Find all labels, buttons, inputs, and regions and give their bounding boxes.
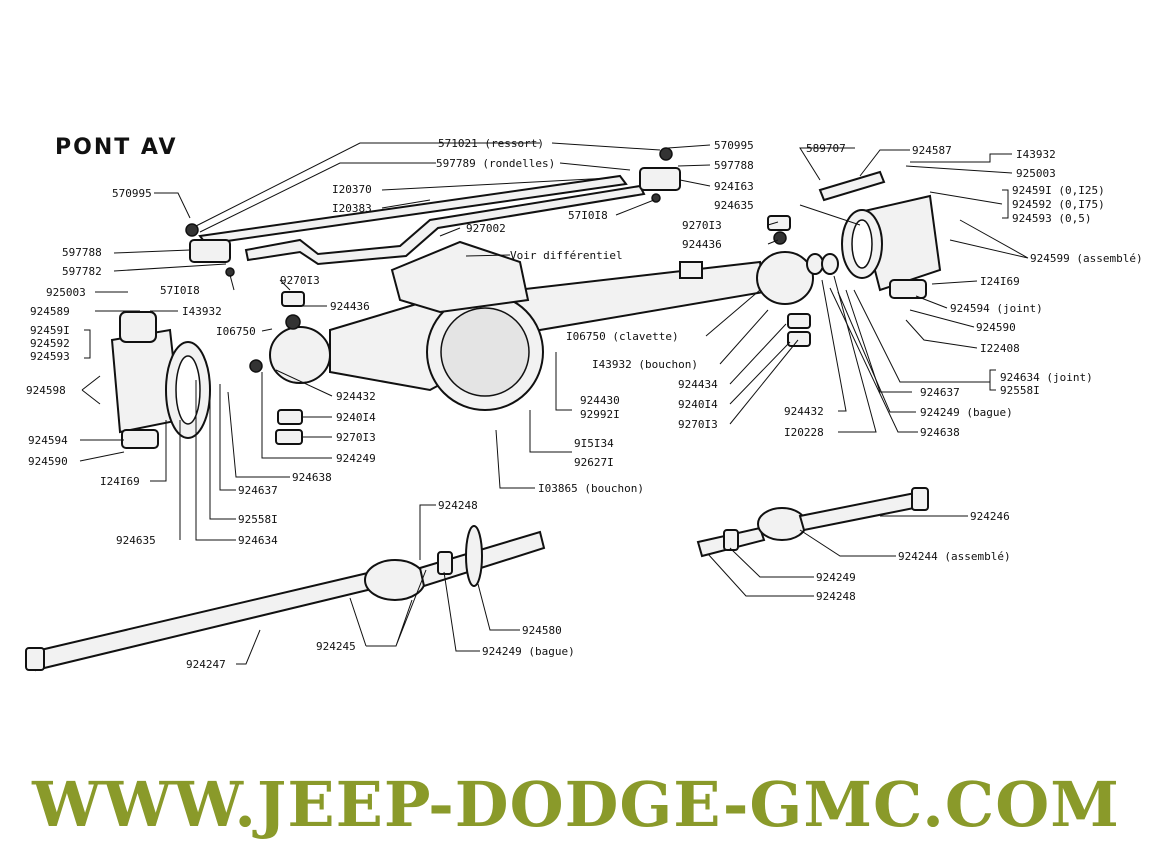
label: 924249 (bague) [482, 645, 575, 658]
label: I20383 [332, 202, 372, 215]
label: I24I69 [100, 475, 140, 488]
label: 597788 [714, 159, 754, 172]
label: 924598 [26, 384, 66, 397]
label: 924434 [678, 378, 718, 391]
label: 924432 [336, 390, 376, 403]
label: 924638 [920, 426, 960, 439]
label: 597782 [62, 265, 102, 278]
label: I43932 [182, 305, 222, 318]
label: 92558I [1000, 384, 1040, 397]
label: I06750 (clavette) [566, 330, 679, 343]
label: 924638 [292, 471, 332, 484]
label: 924432 [784, 405, 824, 418]
diagram-title: PONT AV [55, 135, 177, 160]
label: 9240I4 [678, 398, 718, 411]
label: I22408 [980, 342, 1020, 355]
label: I24I69 [980, 275, 1020, 288]
leader-lines [79, 142, 1029, 665]
label: 570995 [714, 139, 754, 152]
label: 924430 [580, 394, 620, 407]
label: 924248 [438, 499, 478, 512]
label: 924599 (assemblé) [1030, 252, 1143, 265]
label: 92558I [238, 513, 278, 526]
label: 924635 [116, 534, 156, 547]
label: 924590 [28, 455, 68, 468]
label: 924637 [238, 484, 278, 497]
label: 9270I3 [678, 418, 718, 431]
king-pin-parts-left [249, 291, 305, 445]
label: 924249 [336, 452, 376, 465]
label: 924589 [30, 305, 70, 318]
label: 597788 [62, 246, 102, 259]
label: 92627I [574, 456, 614, 469]
label: 924247 [186, 658, 226, 671]
label: 924587 [912, 144, 952, 157]
label: 92459I (0,I25) [1012, 184, 1105, 197]
label: 9270I3 [336, 431, 376, 444]
label: 57I0I8 [568, 209, 608, 222]
label: 924249 [816, 571, 856, 584]
website-banner: WWW.JEEP-DODGE-GMC.COM [32, 768, 1120, 841]
label: 924634 (joint) [1000, 371, 1093, 384]
label: 9I5I34 [574, 437, 614, 450]
label: 924637 [920, 386, 960, 399]
axle-shaft-long [25, 525, 546, 672]
label: 924634 [238, 534, 278, 547]
label: I20228 [784, 426, 824, 439]
label: 92992I [580, 408, 620, 421]
label: 924249 (bague) [920, 406, 1013, 419]
label: 570995 [112, 187, 152, 200]
label: 924I63 [714, 180, 754, 193]
label: 589707 [806, 142, 846, 155]
axle-housing [269, 240, 814, 411]
king-pin-parts-right [767, 215, 839, 347]
label: 924246 [970, 510, 1010, 523]
axle-shaft-short [696, 487, 929, 558]
label: 924245 [316, 640, 356, 653]
label: I06750 [216, 325, 256, 338]
label: 9270I3 [280, 274, 320, 287]
label: I03865 (bouchon) [538, 482, 644, 495]
part-labels: 571021 (ressort) 597789 (rondelles) I203… [26, 137, 1143, 671]
label: 924244 (assemblé) [898, 550, 1011, 563]
label: 9240I4 [336, 411, 376, 424]
label: 924580 [522, 624, 562, 637]
label: 924436 [330, 300, 370, 313]
label: 571021 (ressort) [438, 137, 544, 150]
label: 597789 (rondelles) [436, 157, 555, 170]
label: 927002 [466, 222, 506, 235]
steering-knuckle-right [818, 170, 942, 299]
label: 924635 [714, 199, 754, 212]
tie-rod-end-right [639, 147, 681, 203]
label: 924594 (joint) [950, 302, 1043, 315]
label: 925003 [1016, 167, 1056, 180]
label: 9270I3 [682, 219, 722, 232]
label: 924593 (0,5) [1012, 212, 1091, 225]
steering-knuckle-left [110, 311, 211, 449]
label: I43932 (bouchon) [592, 358, 698, 371]
label: 924248 [816, 590, 856, 603]
label: 924593 [30, 350, 70, 363]
label: 924592 [30, 337, 70, 350]
label: 924592 (0,I75) [1012, 198, 1105, 211]
label: 57I0I8 [160, 284, 200, 297]
label: 924590 [976, 321, 1016, 334]
label: 924436 [682, 238, 722, 251]
label: 924594 [28, 434, 68, 447]
label: I43932 [1016, 148, 1056, 161]
label: 925003 [46, 286, 86, 299]
label: I20370 [332, 183, 372, 196]
label: 92459I [30, 324, 70, 337]
label: Voir différentiel [510, 249, 623, 262]
